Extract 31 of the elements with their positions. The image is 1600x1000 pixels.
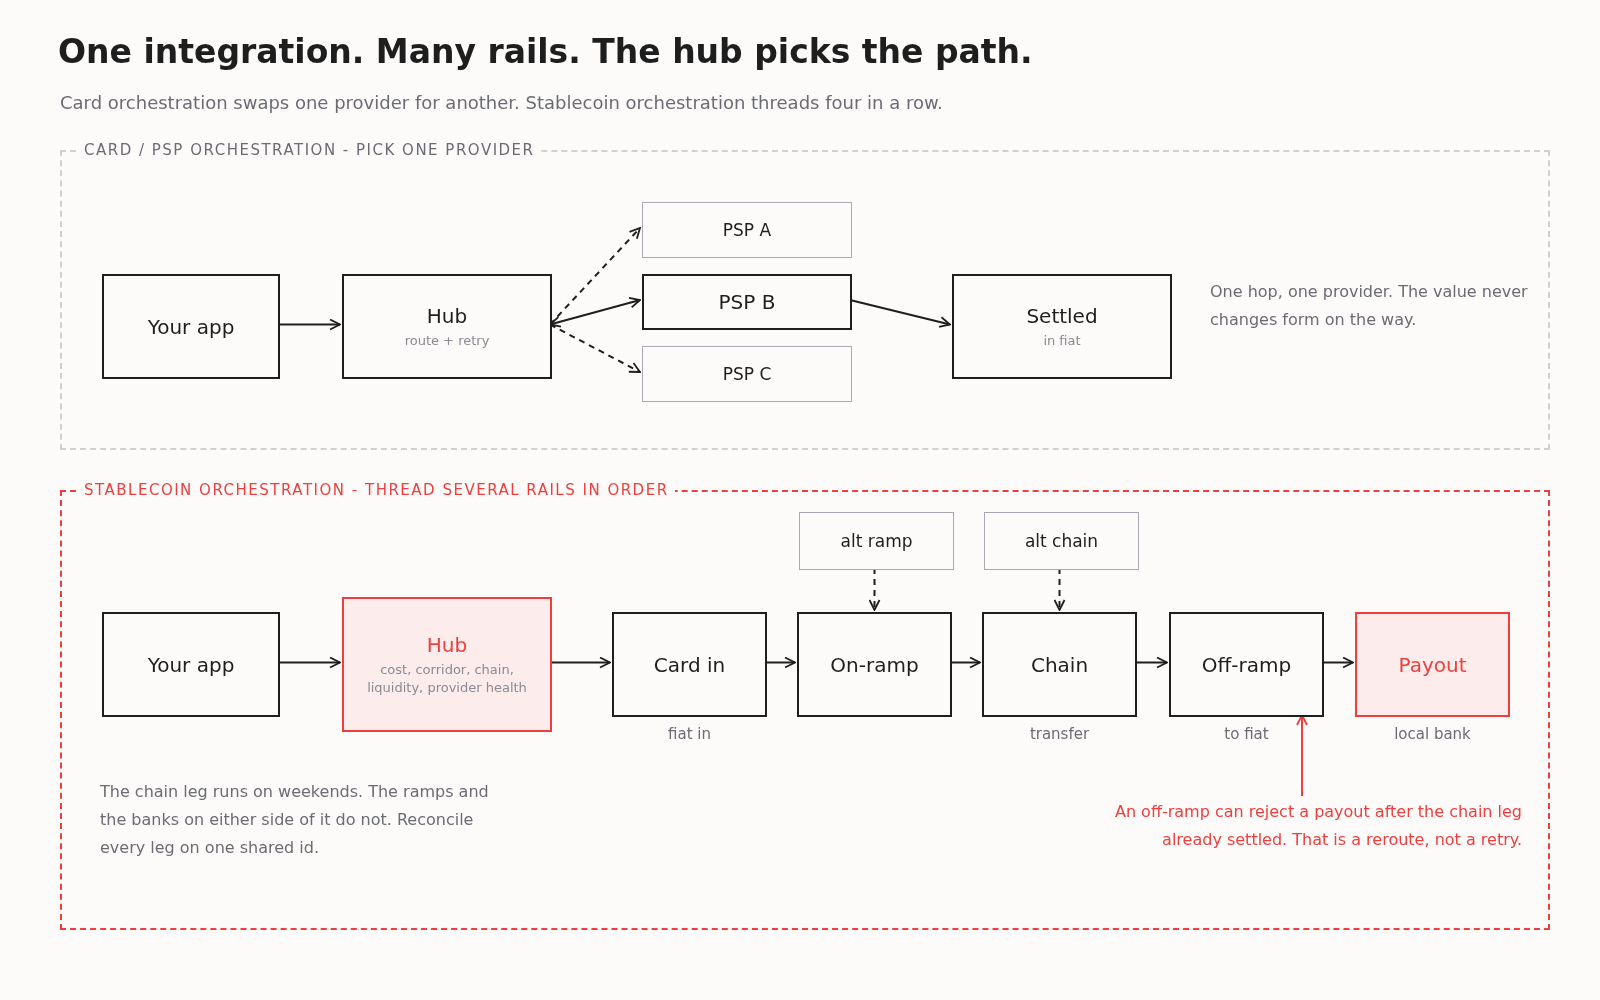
side-note: One hop, one provider. The value never changes form on the way. (1210, 281, 1529, 331)
annotation-note: An off-ramp can reject a payout after the chain leg already settled. That is a reroute, not a retry. (1107, 798, 1522, 888)
step-box: Payout (1355, 612, 1510, 717)
step-box: Your app (102, 274, 280, 379)
box-title: Hub (426, 303, 468, 328)
step-box: alt ramp (799, 512, 954, 570)
step-caption: fiat in (667, 725, 712, 743)
step-caption: transfer (1028, 725, 1091, 743)
step-box: Your app (102, 612, 280, 717)
box-subtitle: in fiat (1043, 331, 1081, 350)
step-box: Card in (612, 612, 767, 717)
side-note: The chain leg runs on weekends. The ramps and the banks on either side of it do not. Reconcile every leg on one shared id. (100, 781, 490, 859)
step-box: Off-ramp (1169, 612, 1324, 717)
box-title: Hub (426, 632, 468, 657)
step-box: Chain (982, 612, 1137, 717)
step-box: PSP B (642, 274, 852, 330)
diagram-title: One integration. Many rails. The hub picks the path. (58, 32, 1033, 71)
step-box: PSP A (642, 202, 852, 258)
process-box (952, 274, 1172, 379)
box-subtitle: route + retry (404, 331, 490, 350)
box-subtitle: cost, corridor, chain, liquidity, provider health (366, 660, 528, 697)
step-box: alt chain (984, 512, 1139, 570)
process-box (342, 274, 552, 379)
step-caption: to fiat (1223, 725, 1270, 743)
step-caption: local bank (1393, 725, 1472, 743)
subtitle: Card orchestration swaps one provider for another. Stablecoin orchestration threads four in a row. (60, 92, 943, 113)
step-box: On-ramp (797, 612, 952, 717)
process-box (342, 597, 552, 732)
step-box: PSP C (642, 346, 852, 402)
group-heading: CARD / PSP ORCHESTRATION - PICK ONE PROVIDER (78, 141, 541, 159)
box-title: Settled (1026, 303, 1098, 328)
